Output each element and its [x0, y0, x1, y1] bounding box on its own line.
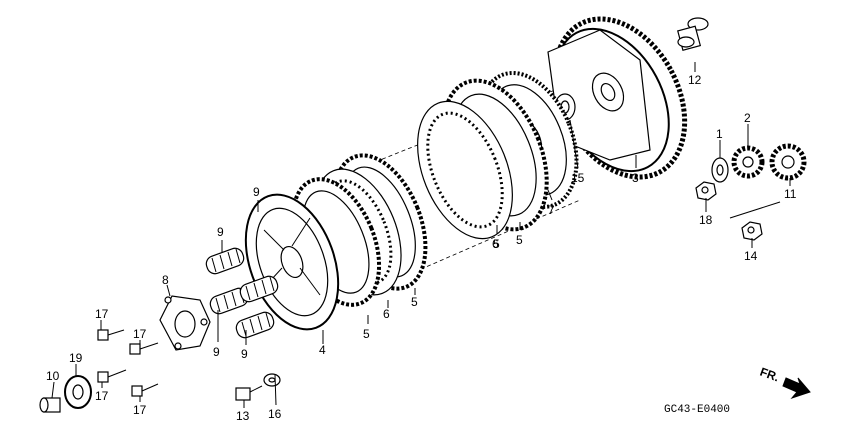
callout-13: 13 — [236, 409, 250, 423]
callout-19: 19 — [69, 351, 83, 365]
callout-3: 3 — [632, 171, 639, 185]
lock-washer — [263, 373, 281, 387]
direction-label: FR. — [758, 365, 781, 385]
callout-17d: 17 — [133, 403, 147, 417]
callout-9c: 9 — [213, 345, 220, 359]
diagram-code: GC43-E0400 — [664, 404, 730, 416]
callout-17b: 17 — [133, 327, 147, 341]
clutch-plate-rear — [417, 100, 513, 240]
nut-18 — [695, 181, 717, 201]
callout-15: 15 — [571, 171, 585, 185]
callout-17a: 17 — [95, 307, 109, 321]
spring — [235, 311, 275, 339]
callout-5b: 5 — [411, 295, 418, 309]
callout-8: 8 — [162, 273, 169, 287]
primary-gear — [769, 143, 807, 181]
drive-gear — [731, 145, 765, 179]
lifter-plate — [159, 295, 211, 351]
callout-9d: 9 — [241, 347, 248, 361]
direction-arrow-icon — [782, 377, 811, 400]
bolt — [129, 342, 159, 355]
callout-4: 4 — [319, 343, 326, 357]
bolt — [97, 369, 127, 383]
callout-labels: 1 2 3 4 5 5 5 5 6 6 7 8 9 9 9 9 10 11 12… — [46, 73, 797, 423]
callout-16: 16 — [268, 407, 282, 421]
callout-5d: 5 — [493, 237, 500, 251]
callout-14: 14 — [744, 249, 758, 263]
callout-6b: 6 — [383, 307, 390, 321]
callout-1: 1 — [716, 127, 723, 141]
washer-small — [711, 157, 729, 183]
center-bolt — [235, 385, 263, 401]
nut-14 — [729, 201, 781, 241]
callout-6a: 6 — [492, 237, 499, 251]
spring — [239, 275, 279, 303]
callout-9b: 9 — [217, 225, 224, 239]
callout-12: 12 — [688, 73, 702, 87]
clutch-outer — [547, 16, 688, 180]
leader-lines — [51, 62, 791, 408]
callout-5a: 5 — [516, 233, 523, 247]
bearing — [64, 375, 92, 409]
lifter-rod — [39, 397, 61, 413]
callout-5c: 5 — [363, 327, 370, 341]
bolt — [131, 383, 159, 397]
callout-7: 7 — [548, 203, 555, 217]
front-direction-indicator: FR. — [758, 365, 811, 400]
callout-18: 18 — [699, 213, 713, 227]
callout-10: 10 — [46, 369, 60, 383]
spring — [205, 247, 245, 275]
callout-9a: 9 — [253, 185, 260, 199]
callout-17c: 17 — [95, 389, 109, 403]
collar — [677, 17, 709, 51]
bolts — [97, 329, 159, 397]
callout-11: 11 — [784, 187, 797, 201]
callout-2: 2 — [744, 111, 751, 125]
bolt — [97, 329, 125, 341]
